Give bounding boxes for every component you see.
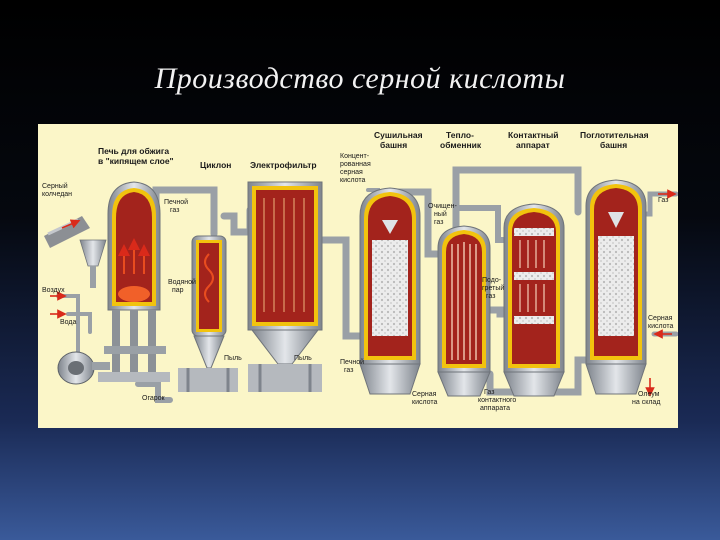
svg-text:Газ: Газ xyxy=(658,197,668,204)
pipe-top-loop xyxy=(452,166,582,238)
svg-text:Огарок: Огарок xyxy=(142,395,166,402)
kiln-label-1: Печь для обжига xyxy=(98,146,169,156)
svg-text:Воздух: Воздух xyxy=(42,287,65,294)
svg-text:Пыль: Пыль xyxy=(224,355,242,362)
funnel xyxy=(79,239,107,267)
electrofilter-label: Электрофильтр xyxy=(250,160,317,170)
svg-text:Вода: Вода xyxy=(60,319,76,326)
svg-text:Пыль: Пыль xyxy=(294,355,312,362)
kiln-label-2: в "кипящем слое" xyxy=(98,156,174,166)
kiln xyxy=(57,181,170,385)
slide-title: Производство серной кислоты xyxy=(154,62,566,95)
drying-tower-packing xyxy=(372,240,408,336)
pipe-cinder xyxy=(135,381,173,403)
kiln-fire-bed xyxy=(118,286,150,302)
svg-text:Тепло-обменник: Тепло-обменник xyxy=(440,130,482,150)
pipe-air xyxy=(56,294,80,358)
pipe-exchanger-to-absorber xyxy=(486,356,598,396)
flow-arrows xyxy=(50,189,677,397)
cyclone-label: Циклон xyxy=(200,160,231,170)
electrofilter xyxy=(247,181,323,392)
absorption-tower xyxy=(585,179,647,395)
cyclone xyxy=(178,235,238,392)
pipe-water xyxy=(66,312,92,334)
pipe-cyclone-to-filter xyxy=(220,206,254,236)
pyrite-hopper xyxy=(44,216,107,288)
absorption-tower-packing xyxy=(598,236,634,336)
pipe-filter-to-drying xyxy=(314,236,364,340)
heat-exchanger xyxy=(437,225,491,397)
drying-tower xyxy=(359,187,421,395)
contact-apparatus xyxy=(503,203,565,397)
pipe-exchanger-to-contact xyxy=(486,306,510,318)
